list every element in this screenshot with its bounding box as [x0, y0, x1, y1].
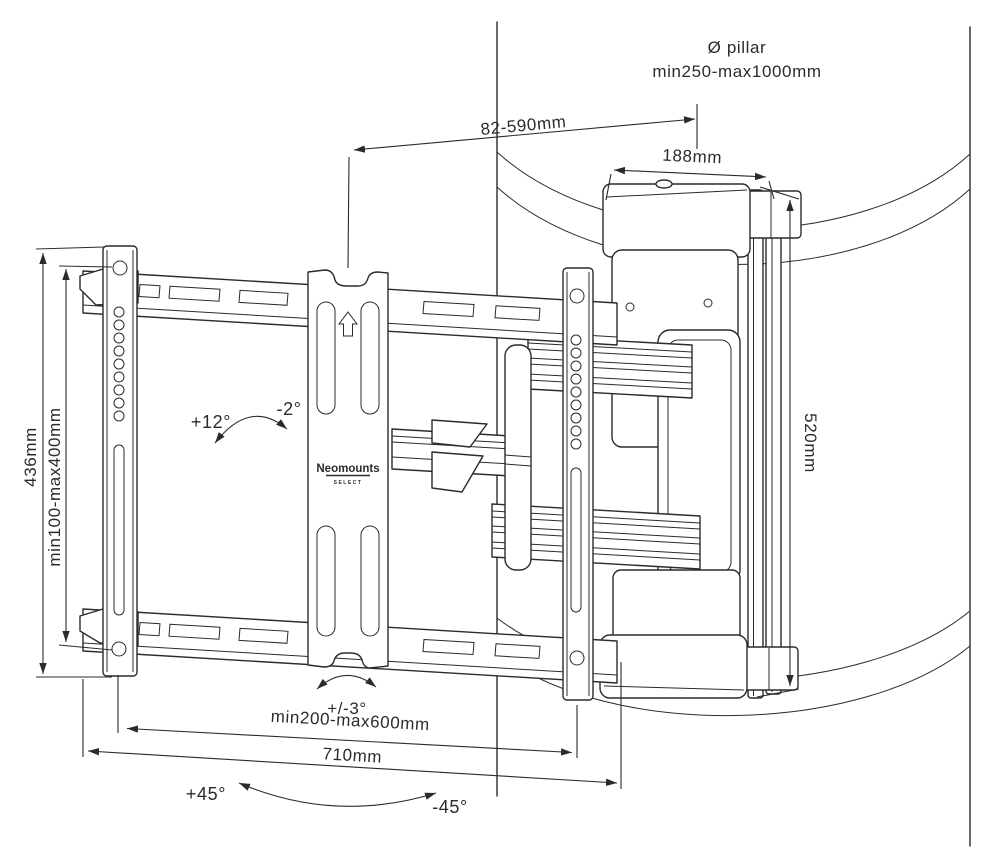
- dim-extension-range-label: 82-590mm: [480, 112, 567, 139]
- dim-total-width: 710mm: [82, 662, 622, 789]
- clamp-rail-back: [765, 193, 782, 695]
- tilt-down-label: -2°: [276, 399, 301, 419]
- plate-cutout-bottom-left: [316, 525, 336, 637]
- pillar-diameter-line1: Ø pillar: [708, 38, 767, 57]
- dim-bracket-height-label: 436mm: [21, 427, 40, 487]
- articulating-arm: [391, 335, 701, 571]
- swivel-angle-annotation: +45° -45°: [186, 782, 468, 817]
- dim-bracket-height: 436mm: [21, 246, 112, 678]
- pillar-diameter-line2: min250-max1000mm: [652, 62, 821, 81]
- clamp-box-bottom: [599, 634, 748, 699]
- swivel-left-label: +45°: [186, 784, 226, 804]
- level-adjust-label: +/-3°: [327, 699, 367, 718]
- tilt-angle-annotation: +12° -2°: [191, 399, 301, 444]
- arm-wedge-top: [431, 419, 488, 448]
- dim-clamp-width-label: 188mm: [662, 146, 722, 168]
- arm-extrusion-upper: [527, 335, 693, 399]
- swivel-right-label: -45°: [432, 797, 468, 817]
- pillar-clamp: [599, 179, 802, 699]
- up-arrow-icon: [338, 311, 358, 337]
- tilt-up-label: +12°: [191, 412, 231, 432]
- dim-vesa-height-range: min100-max400mm: [45, 265, 113, 651]
- level-angle-annotation: +/-3°: [316, 674, 377, 718]
- dim-clamp-height: 520mm: [756, 186, 820, 698]
- tv-vesa-rail-right: [562, 267, 594, 701]
- plate-cutout-top-left: [316, 301, 336, 415]
- brand-logo: Neomounts SELECT: [316, 463, 379, 486]
- pillar-diameter-label: Ø pillar min250-max1000mm: [652, 38, 821, 81]
- wall-plate: Neomounts SELECT: [307, 269, 389, 669]
- clamp-rail-front: [747, 189, 764, 699]
- clamp-box-bottom-inner: [612, 569, 741, 646]
- plate-cutout-bottom-right: [360, 525, 380, 637]
- brand-sub: SELECT: [334, 480, 363, 486]
- brand-name: Neomounts: [316, 463, 379, 475]
- dim-clamp-width: 188mm: [605, 146, 775, 201]
- dim-vesa-height-range-label: min100-max400mm: [45, 407, 64, 566]
- clamp-box-top: [602, 179, 751, 258]
- tv-vesa-rail-left: [79, 245, 139, 677]
- arm-wedge-bottom: [431, 451, 484, 493]
- dim-clamp-height-label: 520mm: [801, 413, 820, 473]
- arm-post: [504, 344, 532, 571]
- dim-vesa-width-range-label: min200-max600mm: [270, 707, 430, 735]
- dim-total-width-label: 710mm: [322, 744, 383, 767]
- plate-cutout-top-right: [360, 301, 380, 415]
